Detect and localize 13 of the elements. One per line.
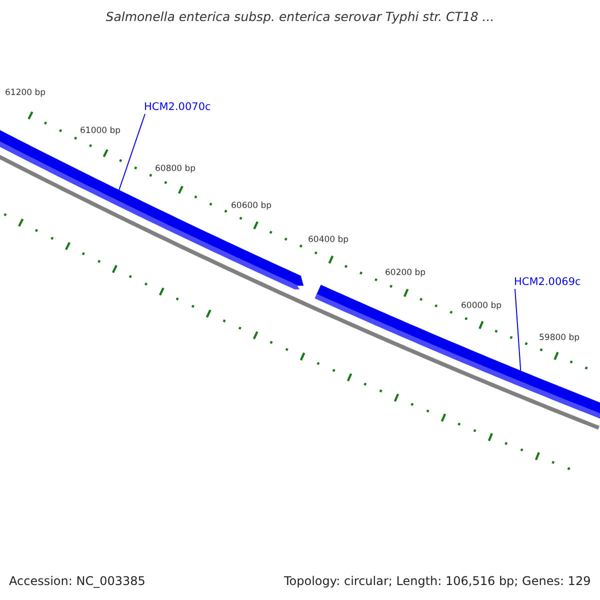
tick-label: 60800 bp: [155, 164, 196, 174]
tick-label: 59800 bp: [539, 333, 580, 343]
tick-label: 60000 bp: [461, 301, 502, 311]
footer-text: Accession: NC_003385: [9, 574, 146, 588]
footer-text: Topology: circular; Length: 106,516 bp; Genes: 129: [284, 574, 591, 588]
gene-label: HCM2.0070c: [144, 101, 211, 113]
gene-label: HCM2.0069c: [514, 276, 581, 288]
tick-label: 60600 bp: [231, 201, 272, 211]
tick-label: 61000 bp: [80, 126, 121, 136]
gene-arrow-bar: [314, 284, 600, 422]
chart-title: Salmonella enterica subsp. enterica serovar Typhi str. CT18 ...: [104, 9, 496, 24]
tick-label: 60200 bp: [385, 268, 426, 278]
tick-label: 61200 bp: [5, 88, 46, 98]
